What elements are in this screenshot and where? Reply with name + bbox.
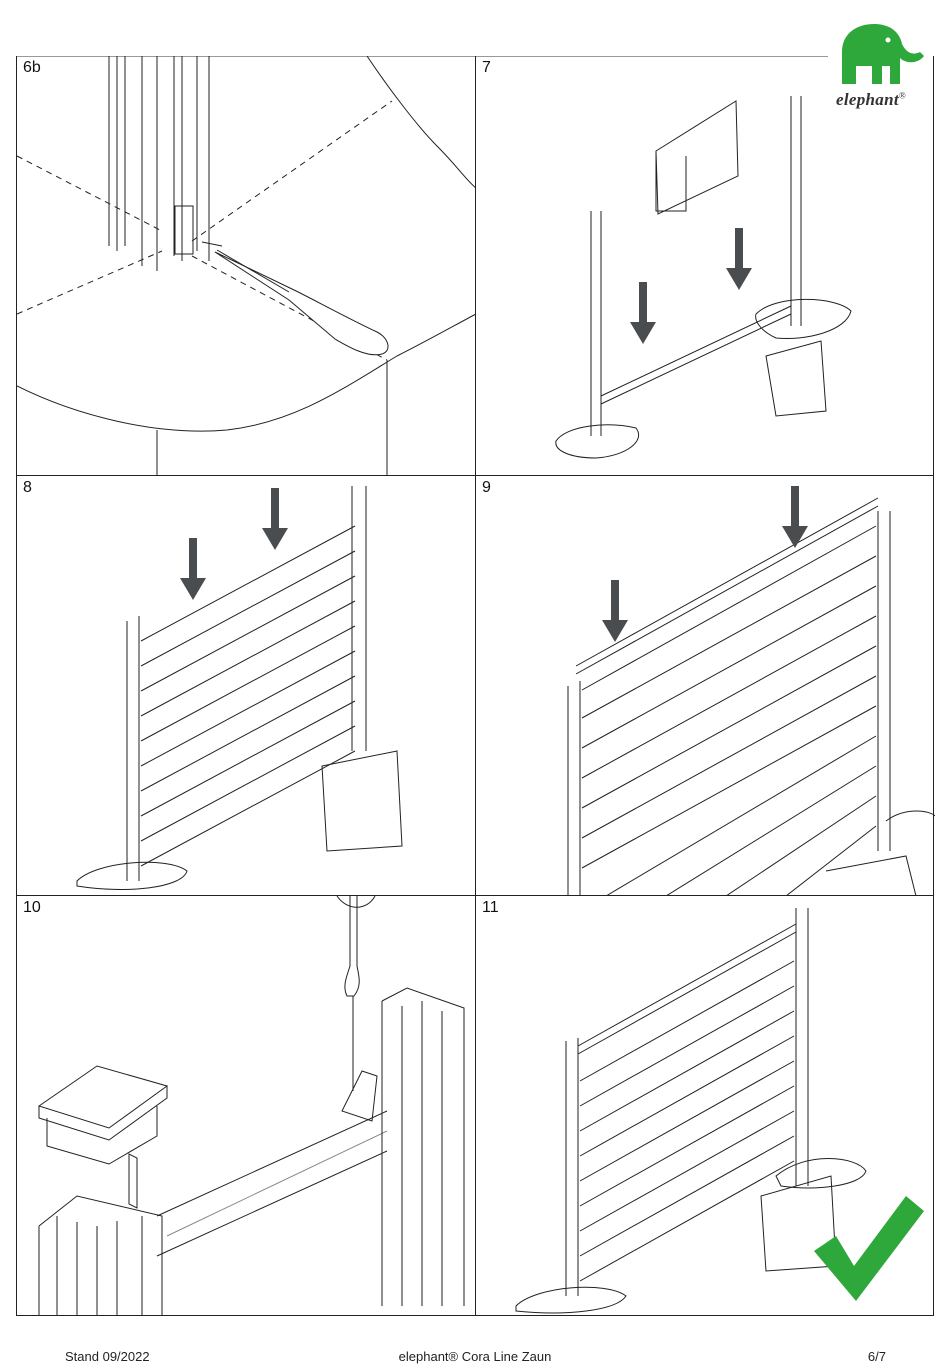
arrow-down-icon <box>726 228 752 290</box>
arrow-down-icon <box>602 580 628 642</box>
brand-wordmark: elephant® <box>836 90 906 109</box>
arrow-down-icon <box>630 282 656 344</box>
step-panel-7: 7 <box>475 56 934 476</box>
illustration-top-rail <box>567 497 935 896</box>
step-panel-9: 9 <box>475 476 935 896</box>
header-rule <box>16 56 828 57</box>
checkmark-icon <box>814 1196 924 1301</box>
footer-page-number: 6/7 <box>867 1349 886 1364</box>
footer-date: Stand 09/2022 <box>65 1349 150 1364</box>
illustration-fastening-bracket <box>17 56 476 476</box>
step-number: 11 <box>482 899 499 916</box>
illustration-boards <box>76 486 403 890</box>
step-panel-8: 8 <box>16 476 475 896</box>
step-number: 10 <box>23 899 41 916</box>
instruction-grid: 6b 7 <box>16 56 935 1318</box>
step-panel-6b: 6b <box>16 56 476 476</box>
step-number: 7 <box>482 59 491 76</box>
elephant-logo-icon <box>842 24 924 84</box>
step-panel-10: 10 <box>16 896 475 1316</box>
illustration-base-rail <box>555 96 852 459</box>
step-number: 9 <box>482 479 491 496</box>
arrow-down-icon <box>782 486 808 548</box>
brand-logo: elephant® <box>830 22 930 114</box>
illustration-finished-fence <box>515 908 867 1314</box>
step-number: 6b <box>23 59 41 76</box>
step-number: 8 <box>23 479 32 496</box>
illustration-post-cap <box>37 896 465 1316</box>
arrow-down-icon <box>180 538 206 600</box>
footer-title: elephant® Cora Line Zaun <box>398 1349 552 1364</box>
step-panel-11: 11 <box>475 896 934 1316</box>
arrow-down-icon <box>262 488 288 550</box>
